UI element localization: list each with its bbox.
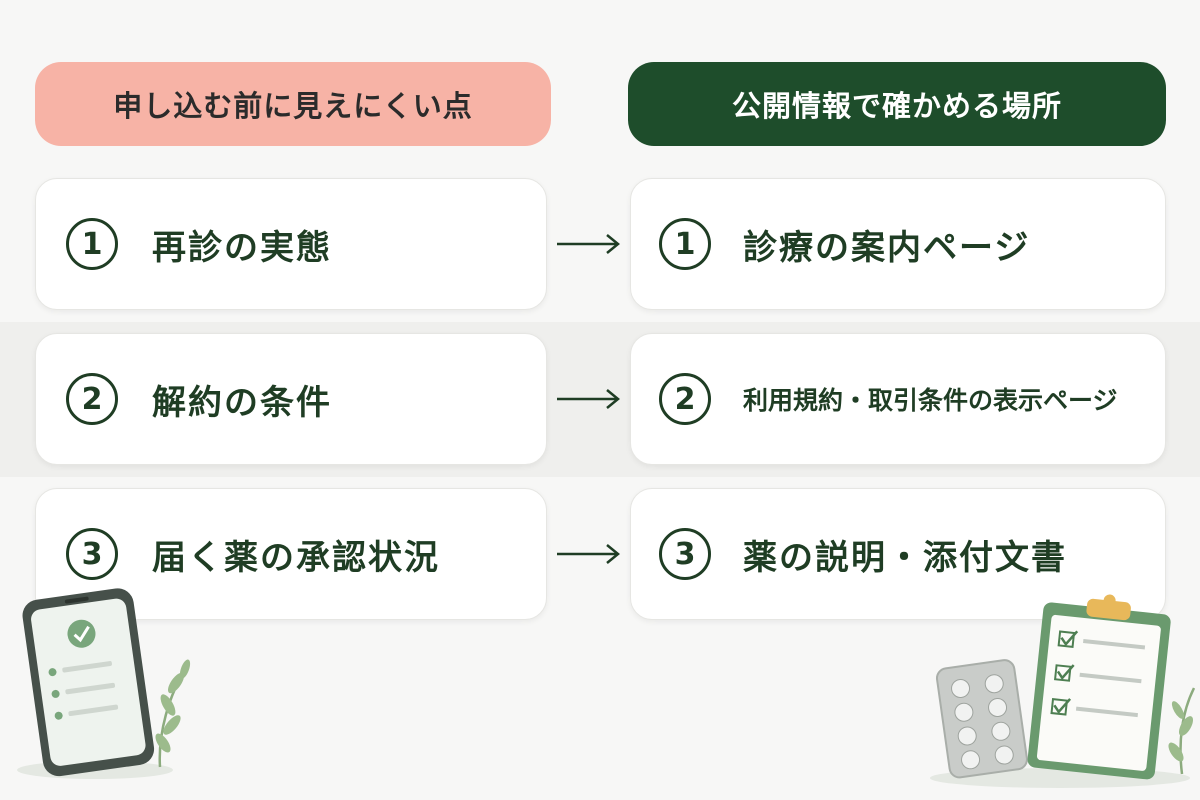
right-arrow-icon (557, 389, 620, 409)
number-badge-1: 1 (66, 218, 118, 270)
right-arrow-icon (557, 544, 620, 564)
point-label-3: 届く薬の承認状況 (152, 537, 440, 578)
point-label-2: 解約の条件 (152, 382, 332, 423)
smartphone-checklist-icon (17, 588, 191, 779)
point-card-1: 1 再診の実態 (35, 178, 547, 310)
source-card-3: 3 薬の説明・添付文書 (630, 488, 1166, 620)
number-badge-3: 3 (66, 528, 118, 580)
header-hidden-points: 申し込む前に見えにくい点 (35, 62, 551, 146)
point-card-2: 2 解約の条件 (35, 333, 547, 465)
source-card-2: 2 利用規約・取引条件の表示ページ (630, 333, 1166, 465)
source-label-3: 薬の説明・添付文書 (743, 537, 1067, 578)
right-arrow-icon (557, 234, 620, 254)
point-card-3: 3 届く薬の承認状況 (35, 488, 547, 620)
source-label-2: 利用規約・取引条件の表示ページ (743, 386, 1118, 415)
source-label-1: 診療の案内ページ (743, 227, 1031, 268)
pill-blister-pack-icon (935, 659, 1028, 779)
number-badge-1-right: 1 (659, 218, 711, 270)
leaf-sprig-icon (1168, 687, 1195, 775)
leaf-sprig-icon (155, 659, 191, 768)
number-badge-2-right: 2 (659, 373, 711, 425)
source-card-1: 1 診療の案内ページ (630, 178, 1166, 310)
header-check-locations-label: 公開情報で確かめる場所 (731, 89, 1062, 123)
number-badge-2: 2 (66, 373, 118, 425)
point-label-1: 再診の実態 (152, 227, 332, 268)
clipboard-checklist-icon (930, 594, 1195, 788)
header-check-locations: 公開情報で確かめる場所 (628, 62, 1166, 146)
number-badge-3-right: 3 (659, 528, 711, 580)
header-hidden-points-label: 申し込む前に見えにくい点 (113, 89, 473, 123)
